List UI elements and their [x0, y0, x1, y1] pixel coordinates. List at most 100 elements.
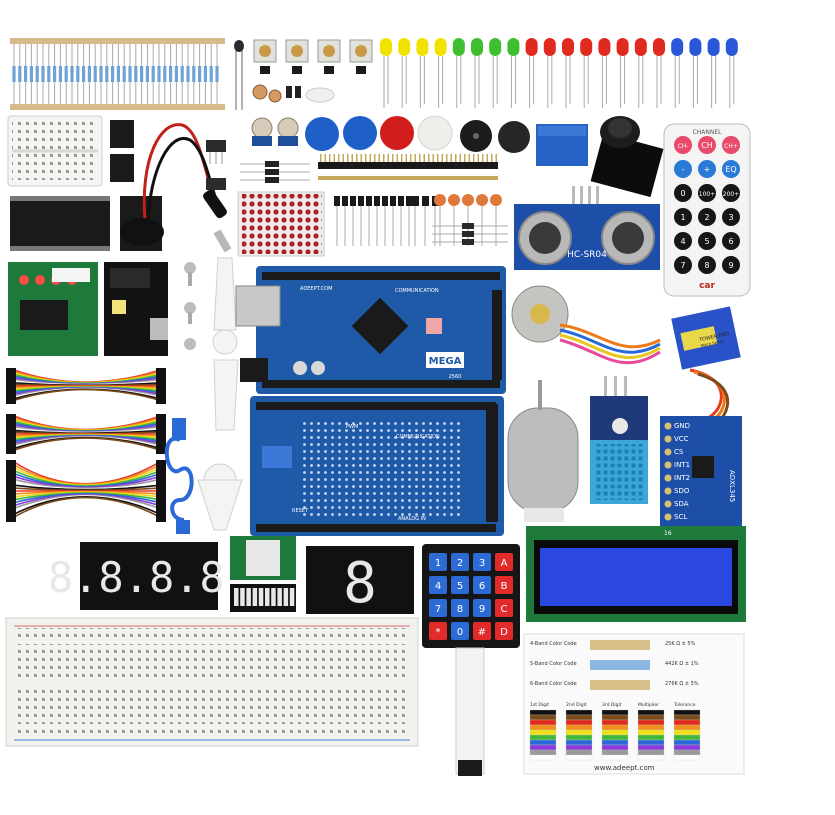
transistors — [334, 196, 439, 246]
keypad-key[interactable]: 0 — [457, 627, 463, 638]
seven-segment-4digit: 8.8.8.8. — [48, 542, 250, 610]
remote-header: CHANNEL — [693, 129, 723, 136]
remote-key[interactable]: CH — [701, 141, 713, 150]
power-supply-module — [104, 262, 168, 356]
ir-remote[interactable]: CHANNEL CH- CH CH+ - + EQ 0 100+ 200+ 1 2 3 4 5 6 7 8 9 c… — [663, 123, 751, 297]
lcd-1602: 16 — [526, 526, 746, 622]
full-breadboard — [5, 617, 419, 747]
servo-horns — [197, 257, 243, 531]
remote-key[interactable]: CH- — [678, 143, 689, 150]
adxl-pin-label: CS — [674, 448, 684, 456]
card-col-header: Multiplier — [638, 702, 659, 708]
shield-reset: RESET — [292, 508, 309, 514]
keypad-key[interactable]: D — [500, 627, 508, 638]
remote-key[interactable]: 9 — [728, 261, 733, 270]
card-5band: 5-Band Color Code — [530, 661, 577, 667]
shield-analog: ANALOG IN — [398, 516, 426, 522]
adxl-pin-label: SCL — [674, 513, 687, 521]
stepper-driver-board — [8, 262, 98, 356]
servo-model: Micro Servo — [700, 338, 725, 348]
adxl-pin-label: GND — [674, 422, 690, 430]
micro-servo: TOWER PRO Micro Servo — [671, 306, 741, 430]
joystick-module — [590, 116, 664, 198]
keypad-key[interactable]: 4 — [435, 581, 441, 592]
card-val-6: 276K Ω ± 5% — [665, 681, 699, 687]
card-col-header: 1st Digit — [530, 702, 549, 708]
resistor-color-card: 4-Band Color Code 5-Band Color Code 6-Ba… — [523, 633, 745, 775]
dc-motor — [507, 380, 579, 522]
remote-key[interactable]: 3 — [728, 213, 733, 222]
keypad-key[interactable]: C — [501, 604, 508, 615]
remote-logo: car — [699, 281, 715, 291]
remote-key[interactable]: EQ — [725, 165, 736, 174]
adxl-model: ADXL345 — [728, 470, 736, 502]
keypad-key[interactable]: 6 — [479, 581, 485, 592]
remote-key[interactable]: CH+ — [724, 143, 738, 150]
remote-key[interactable]: 4 — [680, 237, 685, 246]
stepper-motor — [511, 285, 661, 365]
shield-pwm: PWM — [346, 424, 358, 430]
card-website: www.adeept.com — [594, 764, 655, 772]
card-val-5: 442K Ω ± 1% — [665, 661, 699, 667]
button-caps — [305, 115, 453, 151]
keypad-key[interactable]: B — [501, 581, 508, 592]
potentiometers — [251, 117, 299, 146]
keypad-key[interactable]: 1 — [435, 558, 441, 569]
keypad-key[interactable]: 5 — [457, 581, 463, 592]
pir-and-bargraph — [230, 536, 296, 612]
dht11-sensor — [590, 376, 648, 504]
shield-communication: COMMUNICATION — [396, 434, 440, 440]
ultrasonic-sensor: HC-SR04 — [514, 186, 660, 270]
remote-key[interactable]: 1 — [680, 213, 685, 222]
keypad-key[interactable]: # — [478, 627, 486, 638]
keypad-key[interactable]: 3 — [479, 558, 485, 569]
remote-key[interactable]: 0 — [680, 189, 685, 198]
relay — [536, 124, 588, 166]
mega-label: COMMUNICATION — [395, 288, 439, 294]
remote-key[interactable]: 5 — [704, 237, 709, 246]
keypad-key[interactable]: 9 — [479, 604, 485, 615]
card-6band: 6-Band Color Code — [530, 681, 577, 687]
adxl-pin-label: VCC — [674, 435, 689, 443]
lcd-pin-label: 16 — [664, 530, 672, 537]
remote-key[interactable]: 6 — [728, 237, 733, 246]
keypad-key[interactable]: 7 — [435, 604, 441, 615]
card-val-4: 25K Ω ± 5% — [665, 641, 696, 647]
remote-key[interactable]: 2 — [704, 213, 709, 222]
slide-switches — [206, 140, 226, 190]
keypad-key[interactable]: A — [501, 558, 508, 569]
remote-key[interactable]: 8 — [704, 261, 709, 270]
usb-cable — [164, 418, 194, 534]
seven-seg-1-digit: 8 — [343, 551, 377, 616]
screws — [184, 262, 196, 350]
keypad-key[interactable]: * — [436, 627, 441, 638]
card-col-header: 2nd Digit — [566, 702, 587, 708]
led-set — [380, 38, 738, 108]
remote-key[interactable]: - — [682, 165, 685, 174]
mega-model: MEGA — [429, 356, 462, 367]
keypad-key[interactable]: 2 — [457, 558, 463, 569]
seven-seg-4-digits: 8.8.8.8. — [48, 553, 250, 602]
resistor-row — [12, 44, 219, 104]
diodes — [240, 161, 310, 183]
remote-key[interactable]: 200+ — [723, 191, 739, 198]
arduino-mega-board: MEGA 2560 ADEEPT.COM COMMUNICATION — [235, 266, 506, 394]
seven-segment-1digit: 8 — [306, 546, 414, 616]
adxl-pin-label: SDA — [674, 500, 689, 508]
jumper-wire-bundles — [6, 368, 166, 522]
mega-brand: ADEEPT.COM — [300, 286, 332, 292]
adxl-pin-label: SDO — [674, 487, 690, 495]
buzzers — [460, 120, 530, 153]
ceramic-capacitors — [432, 194, 508, 246]
membrane-keypad[interactable]: 1 2 3 A 4 5 6 B 7 8 9 C * 0 # D — [422, 544, 520, 776]
push-button-set — [253, 39, 373, 74]
resistor-set — [10, 38, 225, 110]
ultrasonic-model: HC-SR04 — [567, 250, 607, 260]
card-col-header: Tolerance — [673, 702, 696, 708]
keypad-key[interactable]: 8 — [457, 604, 463, 615]
remote-key[interactable]: 7 — [680, 261, 685, 270]
remote-key[interactable]: + — [704, 165, 711, 174]
remote-key[interactable]: 100+ — [699, 191, 715, 198]
